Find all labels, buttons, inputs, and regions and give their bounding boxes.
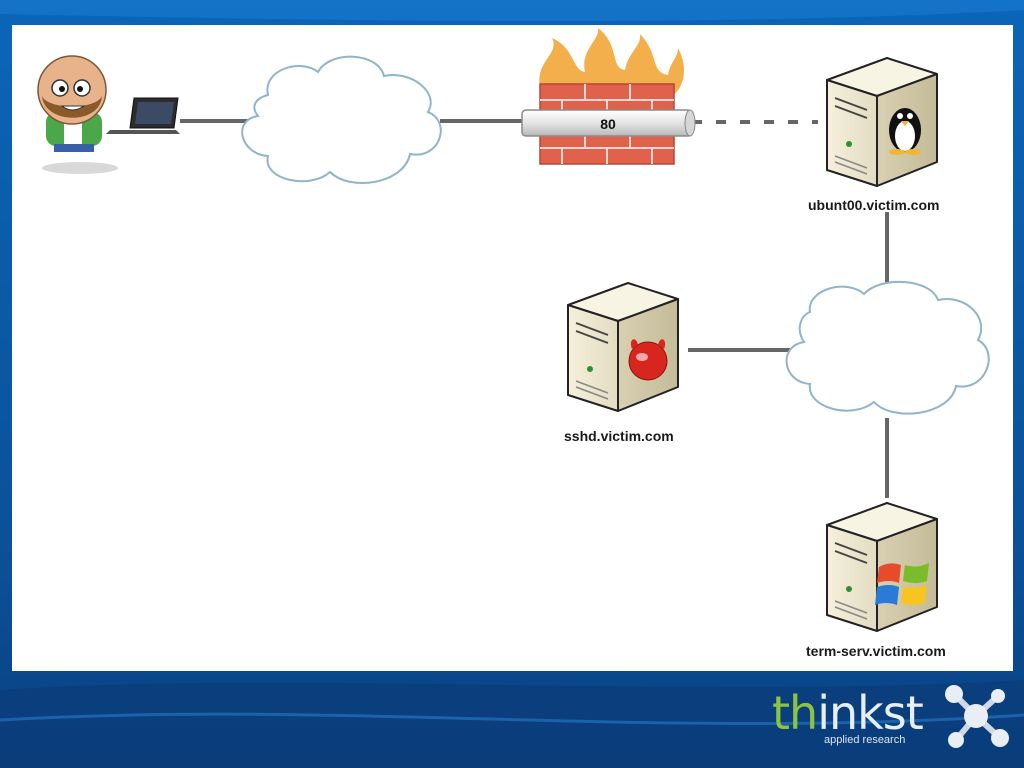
brand-tagline: applied research — [824, 734, 906, 746]
firewall-port-label: 80 — [600, 116, 616, 132]
freebsd-daemon-icon — [628, 339, 668, 381]
linux-tux-icon — [889, 108, 921, 155]
thinkst-logo: thinkst applied research — [772, 686, 924, 746]
firewall-icon — [521, 28, 696, 165]
sshd-server-icon — [567, 282, 679, 412]
termserv-server-label: term-serv.victim.com — [806, 643, 946, 659]
ubuntu-server-icon — [826, 57, 938, 187]
internal-cloud-icon — [785, 280, 990, 415]
termserv-server-icon — [826, 502, 938, 632]
brand-name: thinkst — [772, 686, 924, 740]
sshd-server-label: sshd.victim.com — [564, 428, 674, 444]
attacker-avatar — [37, 55, 118, 174]
molecule-logo-icon — [945, 685, 1009, 748]
windows-logo-icon — [875, 563, 929, 605]
laptop-icon — [106, 97, 180, 134]
ubuntu-server-label: ubunt00.victim.com — [808, 197, 940, 213]
internet-cloud-icon — [241, 55, 442, 184]
